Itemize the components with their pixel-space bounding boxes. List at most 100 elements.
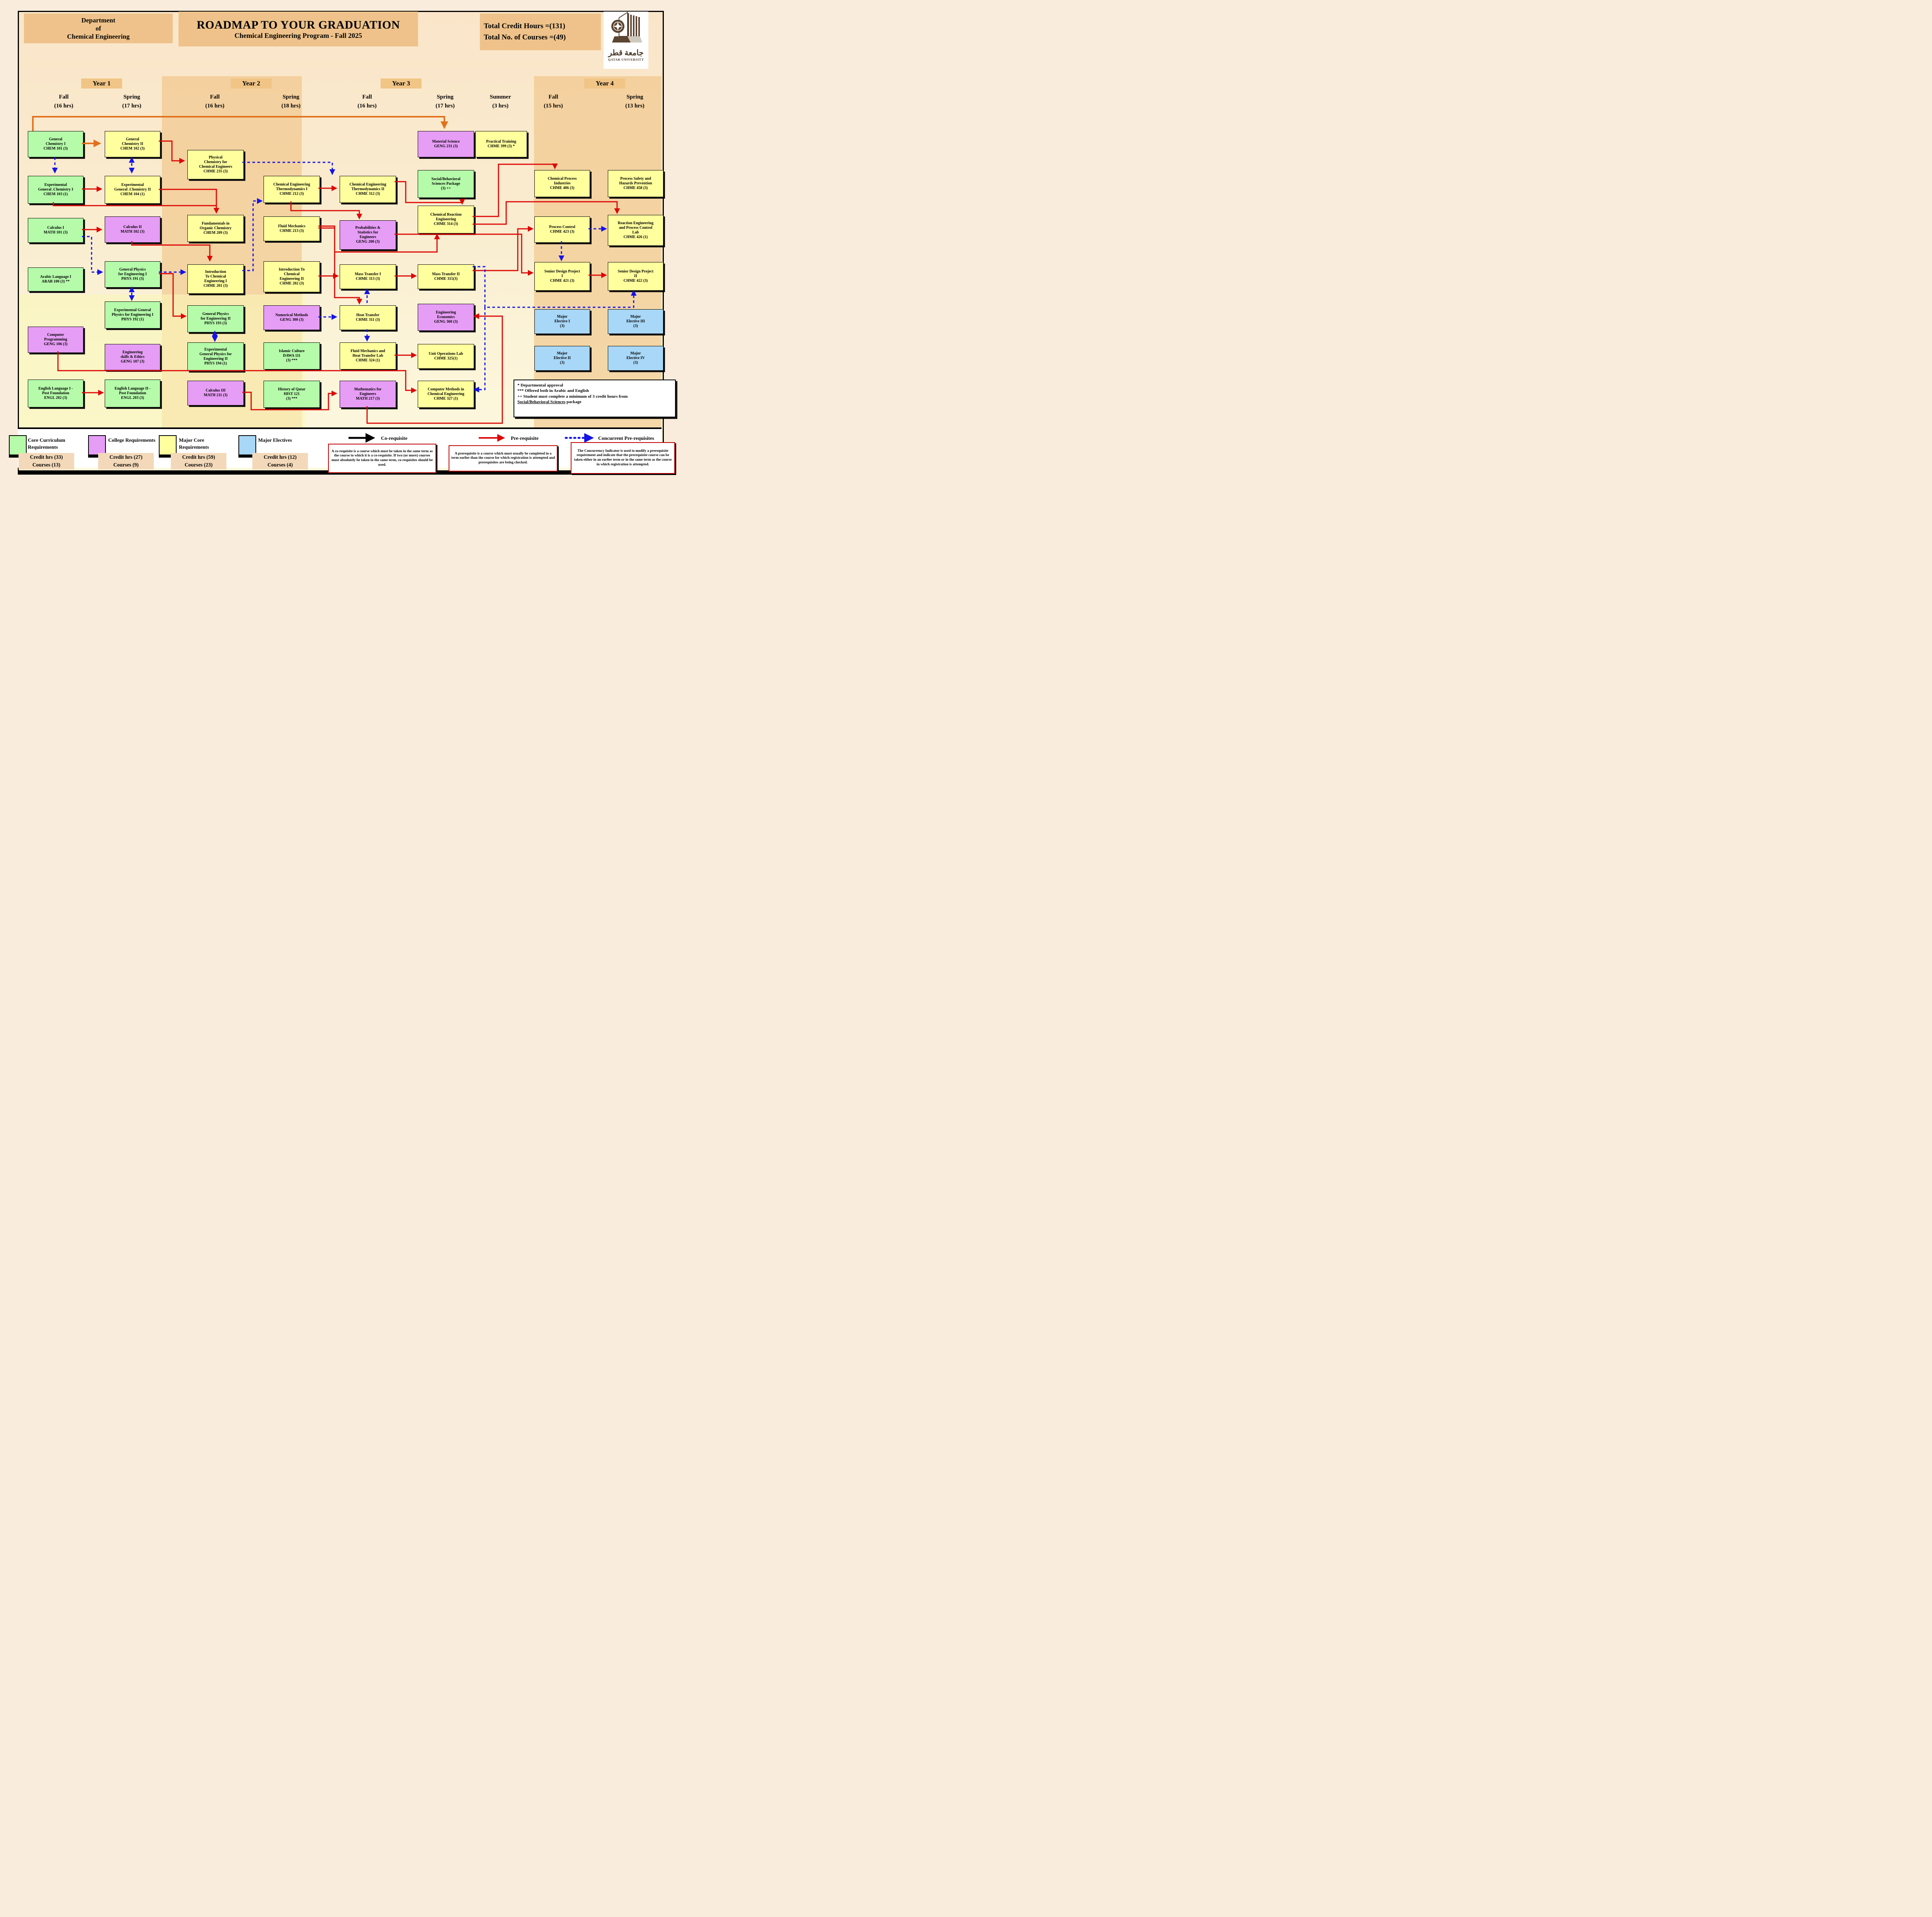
coreq-description: A co-requisite is a course which must be… (328, 444, 436, 473)
course-chme458: Process Safety and Hazards Prevention CH… (608, 170, 663, 197)
course-chme426: Reaction Engineering and Process Control… (608, 215, 663, 246)
course-chem102: General Chemistry II CHEM 102 (3) (105, 131, 160, 157)
semester-label-year2-spring: Spring (18 hrs) (281, 94, 301, 109)
footnote-3: ++ Student must complete a minimum of 3 … (517, 394, 628, 399)
course-chme421: Senior Design Project I CHME 421 (3) (534, 262, 590, 291)
legend-label-college: College Requirements (108, 437, 156, 443)
course-geng360: Engineering Economics GENG 360 (3) (418, 304, 474, 331)
course-melec2: Major Elective II (3) (534, 346, 590, 371)
concurrent-description: The Concurrency Indicator is used to mod… (571, 442, 675, 474)
course-chme327: Computer Methods in Chemical Engineering… (418, 381, 474, 408)
total-courses: Total No. of Courses =(49) (484, 33, 566, 41)
semester-label-year3-summer: Summer (3 hrs) (490, 94, 511, 109)
semester-label-year2-fall: Fall (16 hrs) (205, 94, 224, 109)
legend-credits-elective: Credit hrs (12) Courses (4) (252, 453, 308, 470)
course-phys194: Experimental General Physics for Enginee… (187, 342, 244, 371)
concurrent-arrow-label: Concurrent Pre-requisites (598, 435, 654, 441)
semester-label-year1-spring: Spring (17 hrs) (122, 94, 141, 109)
course-math211: Calculus III MATH 211 (3) (187, 381, 244, 405)
total-credit-hours: Total Credit Hours =(131) (484, 22, 565, 30)
legend-credits-core: Credit hrs (33) Courses (13) (19, 453, 74, 470)
course-chme212: Chemical Engineering Thermodynamics I CH… (264, 176, 320, 203)
logo-english-text: QATAR UNIVERSITY (608, 58, 644, 61)
course-hist121: History of Qatar HIST 121 (3) *** (264, 381, 320, 408)
totals-box: Total Credit Hours =(131) Total No. of C… (480, 14, 601, 50)
year-label-2: Year 2 (231, 78, 272, 89)
course-chme325: Unit Operations Lab CHME 325(1) (418, 344, 474, 369)
semester-label-year4-spring: Spring (13 hrs) (625, 94, 645, 109)
legend-label-elective: Major Electives (258, 437, 292, 443)
course-phys191: General Physics for Engineering I PHYS 1… (105, 261, 160, 288)
course-melec3: Major Elective III (3) (608, 309, 663, 334)
concurrent-description-text: The Concurrency Indicator is used to mod… (574, 449, 672, 466)
course-geng107: Engineering skills & Ethics GENG 107 (3) (105, 344, 160, 370)
bottom-left-band (19, 295, 305, 427)
footnote-4: Social/Behavioral Sciences package (517, 399, 672, 405)
coreq-description-text: A co-requisite is a course which must be… (332, 449, 433, 467)
year-label-4: Year 4 (584, 78, 625, 89)
title-box: ROADMAP TO YOUR GRADUATION Chemical Engi… (179, 12, 418, 46)
course-math101: Calculus I MATH 101 (3) (28, 218, 83, 243)
page-subtitle: Chemical Engineering Program - Fall 2025 (234, 31, 362, 39)
year4-band (534, 76, 662, 427)
course-geng300: Numerical Methods GENG 300 (3) (264, 305, 320, 330)
prereq-arrow-label: Pre-requisite (511, 435, 539, 441)
course-math102: Calculus II MATH 102 (3) (105, 216, 160, 243)
course-chme202: Introduction To Chemical Engineering II … (264, 261, 320, 292)
coreq-arrow-label: Co-requisite (381, 435, 408, 441)
course-chme315: Mass Transfer II CHME 315(3) (418, 264, 474, 289)
qatar-university-logo-icon (611, 12, 642, 43)
course-engl203: English Language II - Post Foundation EN… (105, 380, 160, 407)
page-title: ROADMAP TO YOUR GRADUATION (196, 18, 400, 31)
footnote-2: *** Offered both in Arabic and English (517, 388, 589, 393)
legend-label-major: Major Core Requirements (179, 437, 209, 450)
course-chme311: Heat Transfer CHME 311 (3) (340, 305, 396, 330)
course-chme314: Chemical Reaction Engineering CHME 314 (… (418, 206, 474, 233)
course-chme399: Practical Training CHME 399 (3) * (475, 131, 527, 157)
logo-arabic-text: جامعة قطر (608, 49, 644, 57)
qatar-university-logo: جامعة قطر QATAR UNIVERSITY (604, 12, 648, 69)
course-phys193: General Physics for Engineering II PHYS … (187, 305, 244, 332)
prereq-description: A prerequisite is a course which must us… (449, 445, 558, 472)
year-label-3: Year 3 (381, 78, 422, 89)
course-chem103: Experimental General .Chemistry I CHEM 1… (28, 176, 83, 204)
department-title: Department of Chemical Engineering (67, 16, 130, 41)
course-chme312: Chemical Engineering Thermodynamics II C… (340, 176, 396, 203)
roadmap-page: Department of Chemical Engineering ROADM… (0, 0, 678, 479)
legend-credits-college: Credit hrs (27) Courses (9) (98, 453, 154, 470)
footnote-1: * Departmental approval (517, 383, 563, 388)
course-socsci: Social/Behavioral Sciences Package (3) +… (418, 170, 474, 198)
course-chme213: Fluid Mechanics CHME 213 (3) (264, 216, 320, 241)
footnote-4-underlined: Social/Behavioral Sciences (517, 399, 566, 404)
course-chme423: Process Control CHME 423 (3) (534, 216, 590, 243)
course-geng106: Computer Programming GENG 106 (3) (28, 327, 83, 353)
course-chme235: Physical Chemistry for Chemical Engineer… (187, 150, 244, 179)
footnotes-box: * Departmental approval *** Offered both… (514, 380, 676, 417)
course-geng200: Probabilities & Statistics for Engineers… (340, 220, 396, 250)
course-chme422: Senior Design Project II CHME 422 (3) (608, 262, 663, 291)
semester-label-year4-fall: Fall (15 hrs) (544, 94, 563, 109)
legend-credits-major: Credit hrs (59) Courses (23) (171, 453, 226, 470)
course-arab100: Arabic Language I ARAB 100 (3) ** (28, 267, 83, 291)
course-chme406: Chemical Process Industries CHME 406 (3) (534, 170, 590, 197)
footnote-4-rest: package (565, 399, 582, 404)
course-melec1: Major Elective I (3) (534, 309, 590, 334)
year-label-1: Year 1 (81, 78, 122, 89)
semester-label-year3-fall: Fall (16 hrs) (357, 94, 377, 109)
course-chem101: General Chemistry I CHEM 101 (3) (28, 131, 83, 157)
semester-label-year1-fall: Fall (16 hrs) (54, 94, 73, 109)
course-chme201: Introduction To Chemical Engineering I C… (187, 264, 244, 294)
course-dawa111: Islamic Culture DAWA 111 (3) *** (264, 342, 320, 369)
course-engl202: English Language I - Post Foundation ENG… (28, 380, 83, 407)
legend-label-core: Core Curriculum Requirements (28, 437, 65, 450)
course-melec4: Major Elective IV (3) (608, 346, 663, 371)
course-geng231: Material Science GENG 231 (3) (418, 131, 474, 157)
course-chem209: Fundamentals in Organic Chemistry CHEM 2… (187, 215, 244, 242)
prereq-description-text: A prerequisite is a course which must us… (451, 451, 555, 465)
semester-label-year3-spring: Spring (17 hrs) (435, 94, 455, 109)
course-chme324: Fluid Mechanics and Heat Transfer Lab CH… (340, 342, 396, 369)
department-box: Department of Chemical Engineering (24, 14, 173, 43)
course-math217: Mathematics for Engineers MATH 217 (3) (340, 381, 396, 408)
course-phys192: Experimental General Physics for Enginee… (105, 301, 160, 329)
course-chme313: Mass Transfer I CHME 313 (3) (340, 264, 396, 289)
